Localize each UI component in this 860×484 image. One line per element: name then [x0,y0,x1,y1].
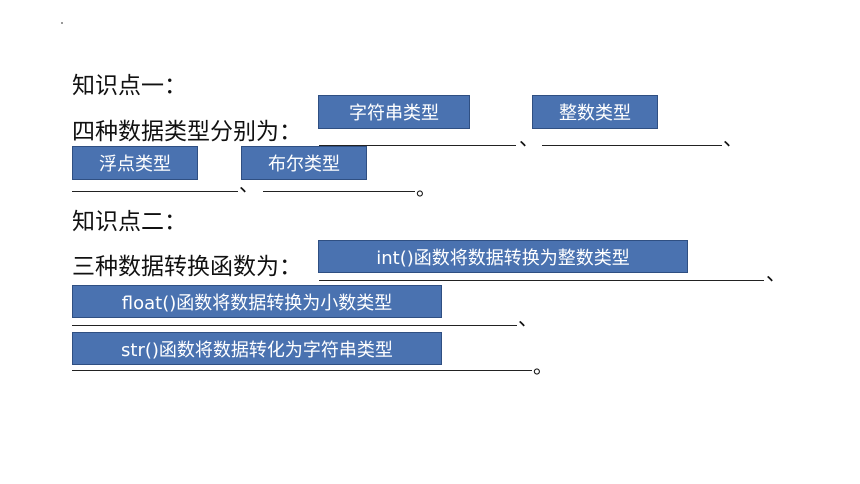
separator-7: 。 [533,354,553,378]
separator-4: 。 [416,176,436,200]
separator-1: 、 [519,126,539,150]
section2-prompt: 三种数据转换函数为： [72,254,302,280]
answer-boolean-type[interactable]: 布尔类型 [241,146,367,180]
stray-dot [61,22,63,24]
blank-line-5 [319,280,764,281]
blank-line-1 [319,145,516,146]
answer-float-function[interactable]: float()函数将数据转换为小数类型 [72,285,442,318]
blank-line-3 [72,191,238,192]
separator-5: 、 [766,261,786,285]
answer-string-type[interactable]: 字符串类型 [318,95,470,129]
blank-line-6 [72,325,517,326]
section2-heading: 知识点二： [72,209,187,235]
blank-line-2 [542,145,722,146]
answer-int-function[interactable]: int()函数将数据转换为整数类型 [318,240,688,273]
section1-prompt: 四种数据类型分别为： [72,119,302,145]
separator-2: 、 [723,126,743,150]
answer-str-function[interactable]: str()函数将数据转化为字符串类型 [72,332,442,365]
separator-6: 、 [518,306,538,330]
answer-float-type[interactable]: 浮点类型 [72,146,198,180]
blank-line-7 [72,370,532,371]
blank-line-4 [263,191,415,192]
section1-heading: 知识点一： [72,73,187,99]
answer-integer-type[interactable]: 整数类型 [532,95,658,129]
